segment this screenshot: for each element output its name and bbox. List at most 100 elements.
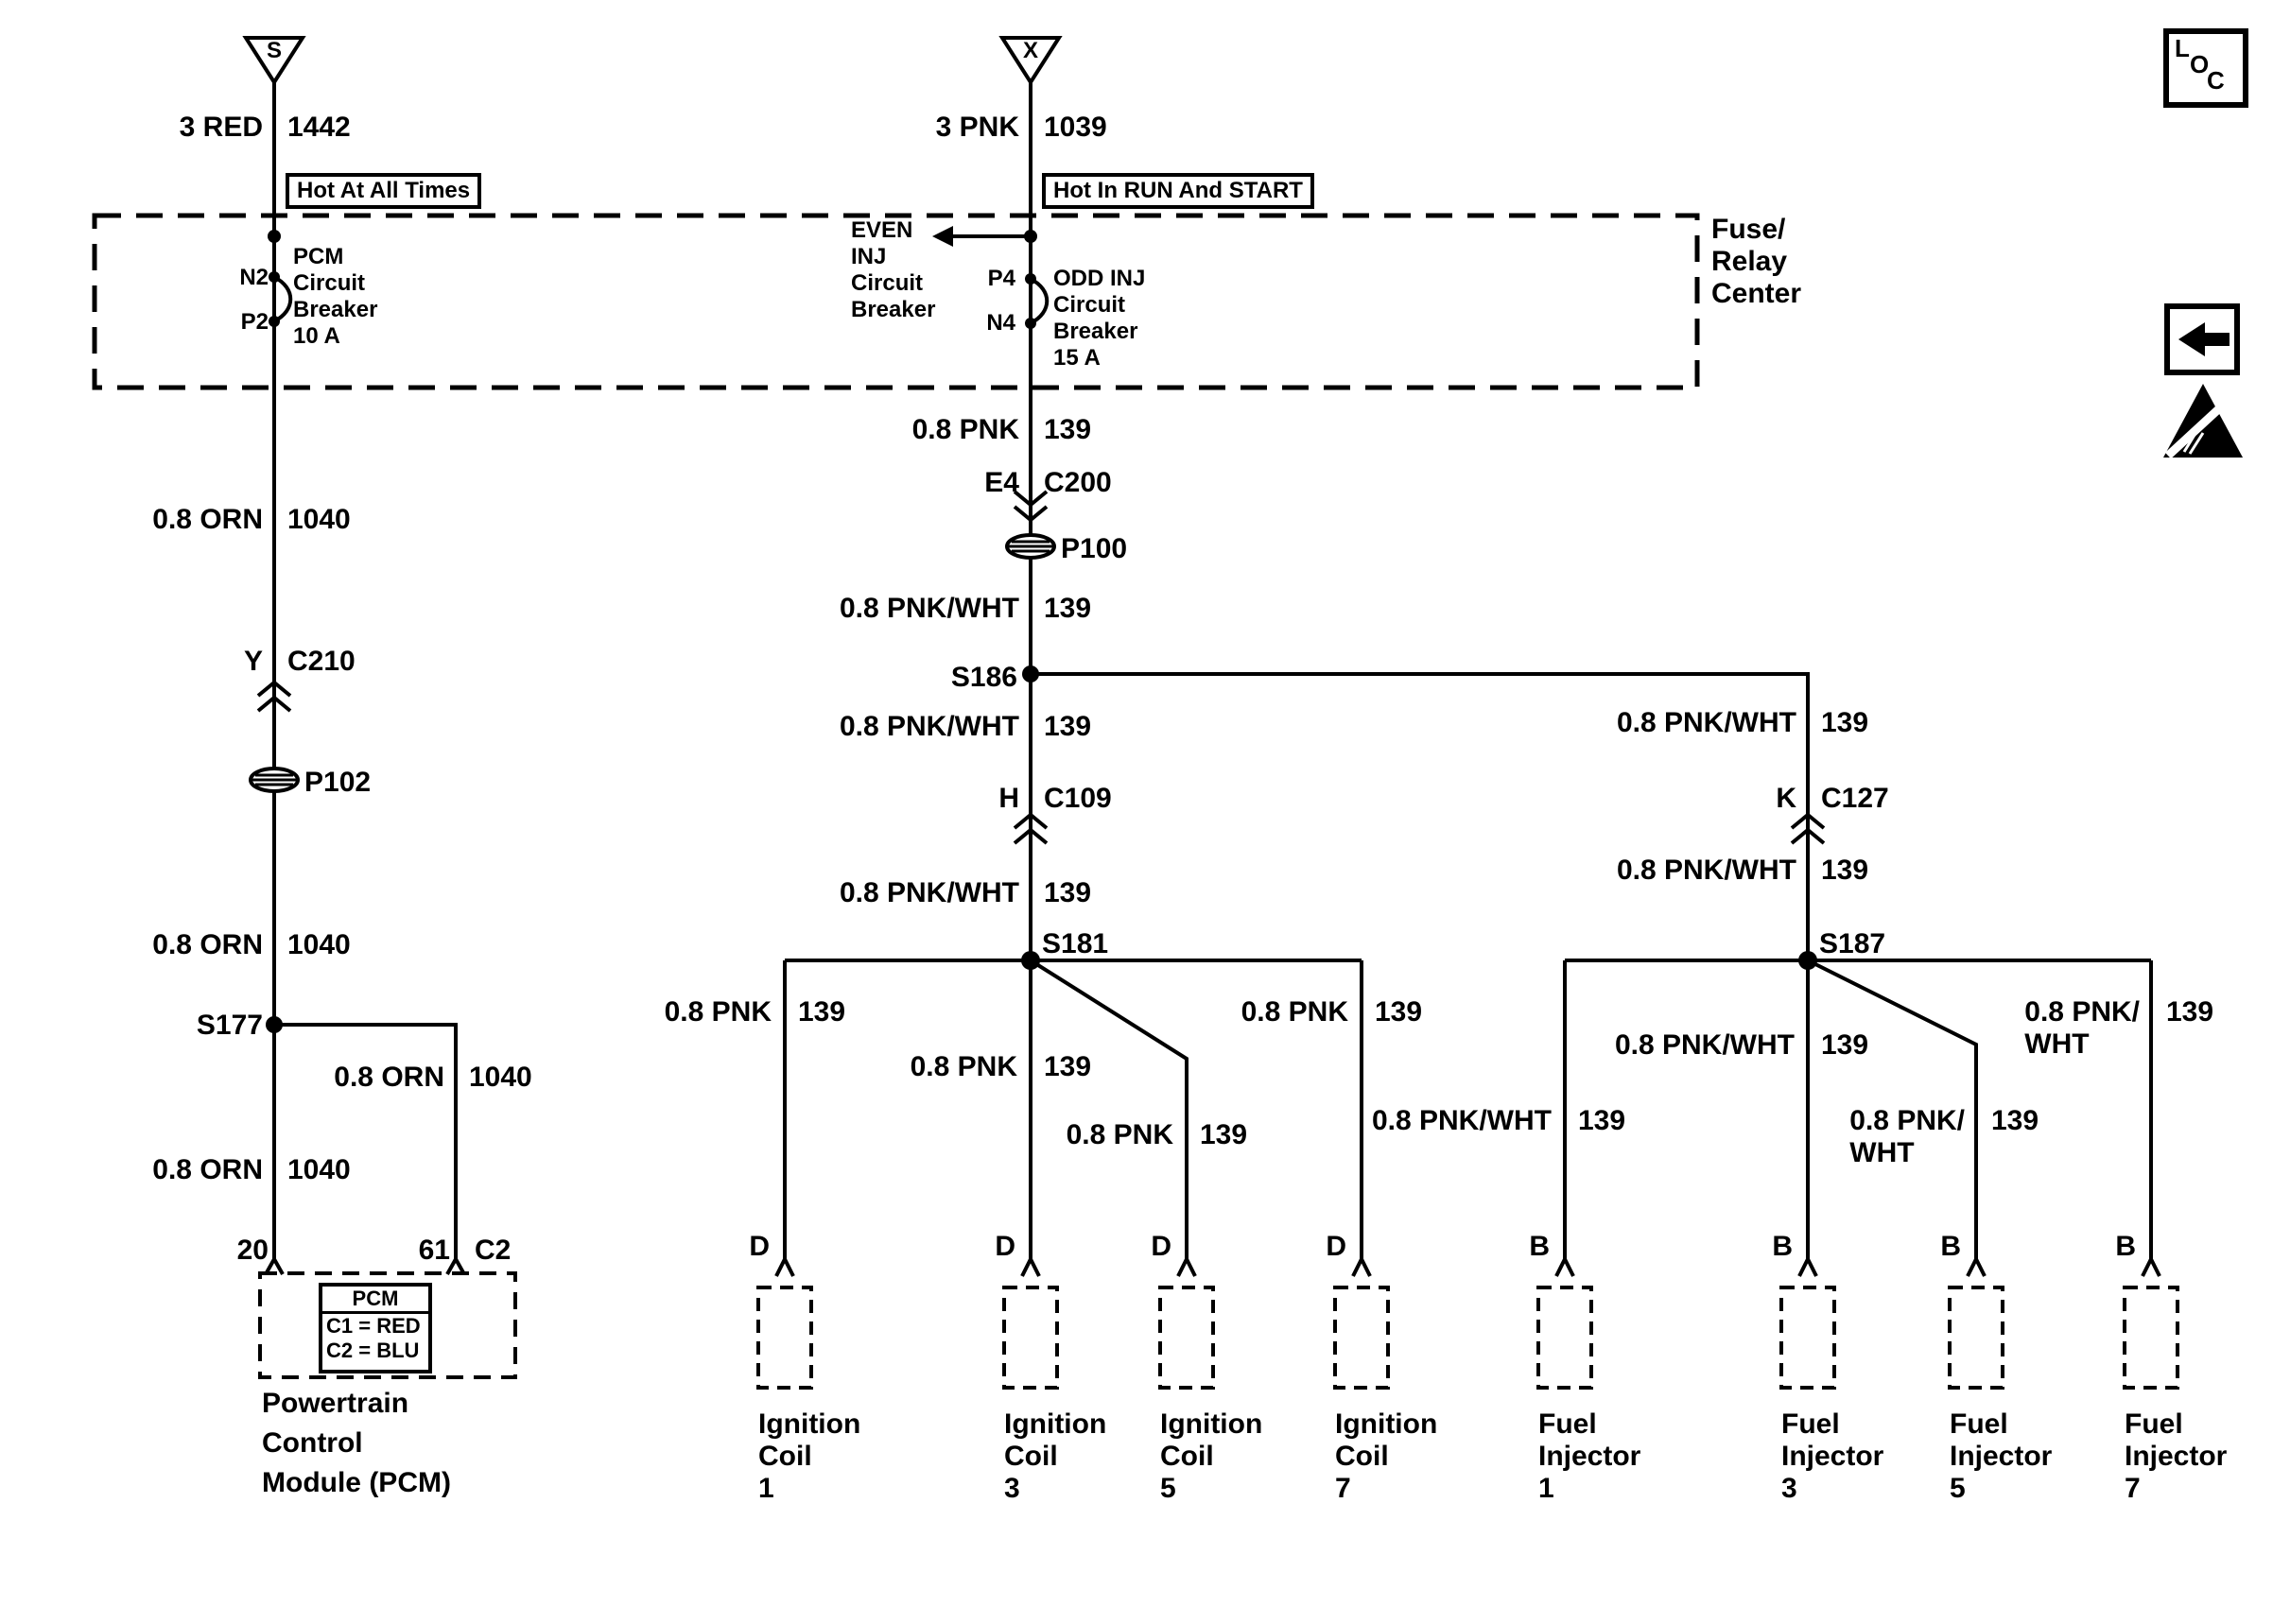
splice-s181-dot xyxy=(1021,951,1040,970)
wire-label-spec-line2: WHT xyxy=(2024,1028,2090,1060)
component-name: 3 xyxy=(1781,1473,1797,1504)
component-name: Coil xyxy=(1160,1441,1214,1472)
ignition-coil-3-box xyxy=(1002,1286,1059,1390)
wire-label-spec: 0.8 ORN xyxy=(152,929,263,960)
connector-x-letter: X xyxy=(1022,38,1039,63)
fuel-injector-1-box xyxy=(1536,1286,1593,1390)
p102-grommet-symbol xyxy=(249,767,300,793)
pcm-pin-61-label: 61 xyxy=(418,1235,450,1266)
wire-label-spec: 0.8 PNK/WHT xyxy=(839,593,1019,624)
c200-connector-symbol xyxy=(1013,490,1049,523)
wire-ignition-coil-5 xyxy=(1029,959,1189,1259)
component-name: Injector xyxy=(1538,1441,1641,1472)
pcm-legend-title: PCM xyxy=(322,1287,428,1314)
hot-in-run-start-tag: Hot In RUN And START xyxy=(1042,173,1314,209)
component-name: Ignition xyxy=(758,1408,861,1440)
connector-id-label: C127 xyxy=(1821,783,1889,814)
pin-p4-label: P4 xyxy=(987,266,1015,291)
odd-inj-breaker-label: 15 A xyxy=(1053,345,1101,371)
loc-letter-o: O xyxy=(2190,50,2210,78)
component-pin-label: B xyxy=(1529,1231,1550,1262)
connector-id-label: C200 xyxy=(1044,467,1112,498)
component-pin-label: D xyxy=(995,1231,1015,1262)
wire-label-circuit: 139 xyxy=(1044,877,1092,908)
wire-label-spec: 0.8 ORN xyxy=(334,1062,444,1093)
wire-label-circuit: 139 xyxy=(1821,707,1869,738)
loc-letter-l: L xyxy=(2175,34,2190,62)
even-inj-breaker-label: Circuit xyxy=(851,270,924,296)
component-name: 7 xyxy=(2125,1473,2141,1504)
even-inj-breaker-label: EVEN xyxy=(851,217,913,243)
wire-label-circuit: 139 xyxy=(1044,711,1092,742)
splice-label-s177: S177 xyxy=(196,1010,263,1041)
component-pin-label: D xyxy=(1151,1231,1171,1262)
wire-label-spec: 0.8 PNK xyxy=(1241,996,1348,1028)
wire-label-circuit: 1039 xyxy=(1044,112,1107,143)
off-page-connector-s xyxy=(242,36,306,86)
splice-label-s186: S186 xyxy=(950,662,1017,693)
component-name: 7 xyxy=(1335,1473,1351,1504)
component-name: Injector xyxy=(1950,1441,2053,1472)
wire-label-spec: 0.8 PNK/WHT xyxy=(1614,1029,1795,1061)
wire-label-spec: 0.8 ORN xyxy=(152,504,263,535)
even-inj-breaker-label: INJ xyxy=(851,244,887,269)
even-inj-breaker-label: Breaker xyxy=(851,297,936,322)
loc-icon[interactable]: L O C xyxy=(2163,28,2248,108)
component-name: Coil xyxy=(758,1441,812,1472)
wire-label-spec: 0.8 PNK xyxy=(664,996,772,1028)
wire-s186-to-s187 xyxy=(1031,672,1810,960)
even-inj-arrowhead xyxy=(932,226,953,247)
pin-p2-dot xyxy=(269,316,280,327)
ignition-coil-5-box xyxy=(1158,1286,1215,1390)
component-pin-label: B xyxy=(2115,1231,2136,1262)
component-name: 1 xyxy=(1538,1473,1554,1504)
grommet-id-label: P100 xyxy=(1061,533,1128,564)
connector-pin-label: H xyxy=(998,783,1019,814)
splice-label-s181: S181 xyxy=(1042,928,1109,959)
wire-label-circuit: 139 xyxy=(1200,1119,1248,1150)
coil5-terminal xyxy=(1176,1258,1197,1277)
pin-n4-label: N4 xyxy=(986,310,1015,336)
pcm-connector-legend: PCM C1 = RED C2 = BLU xyxy=(319,1283,432,1373)
component-name: Ignition xyxy=(1335,1408,1438,1440)
wire-label-spec: 0.8 PNK/WHT xyxy=(1849,1105,1965,1169)
c210-connector-symbol xyxy=(256,680,292,713)
wire-label-spec: 0.8 ORN xyxy=(152,1154,263,1185)
fuse-relay-center-box xyxy=(92,213,1700,390)
wire-label-spec: 0.8 PNK/WHT xyxy=(2024,996,2140,1061)
grommet-id-label: P102 xyxy=(304,767,372,798)
wire-label-circuit: 1442 xyxy=(287,112,351,143)
pcm-name-label: Module (PCM) xyxy=(262,1467,451,1498)
wire-label-spec: 0.8 PNK/WHT xyxy=(839,711,1019,742)
component-name: Ignition xyxy=(1160,1408,1263,1440)
pcm-module-box xyxy=(258,1271,517,1379)
back-arrow-icon[interactable] xyxy=(2164,303,2240,375)
pcm-legend-c2: C2 = BLU xyxy=(326,1339,420,1362)
inj3-terminal xyxy=(1797,1258,1818,1277)
pin-p2-label: P2 xyxy=(240,309,269,335)
loc-letter-c: C xyxy=(2207,66,2225,95)
component-name: Fuel xyxy=(1781,1408,1840,1440)
pcm-connector-c2-label: C2 xyxy=(475,1235,512,1266)
splice-s177-dot xyxy=(266,1016,283,1033)
odd-inj-breaker-label: ODD INJ xyxy=(1053,266,1146,291)
connector-id-label: C109 xyxy=(1044,783,1112,814)
odd-inj-breaker-label: Breaker xyxy=(1053,319,1138,344)
component-name: 3 xyxy=(1004,1473,1020,1504)
p100-grommet-symbol xyxy=(1005,533,1056,560)
component-name: 1 xyxy=(758,1473,774,1504)
component-pin-label: B xyxy=(1940,1231,1961,1262)
pcm-pin-20-label: 20 xyxy=(236,1235,269,1266)
wire-s177-branch xyxy=(274,1023,458,1259)
component-pin-label: D xyxy=(1326,1231,1346,1262)
pcm-circuit-breaker-symbol xyxy=(272,275,293,323)
component-name: Injector xyxy=(1781,1441,1884,1472)
pcm-legend-c1: C1 = RED xyxy=(326,1314,421,1338)
inj5-terminal xyxy=(1966,1258,1987,1277)
wire-label-spec: 0.8 PNK xyxy=(910,1051,1017,1082)
wire-label-circuit: 1040 xyxy=(287,504,351,535)
component-name: Ignition xyxy=(1004,1408,1107,1440)
component-name: Fuel xyxy=(2125,1408,2183,1440)
